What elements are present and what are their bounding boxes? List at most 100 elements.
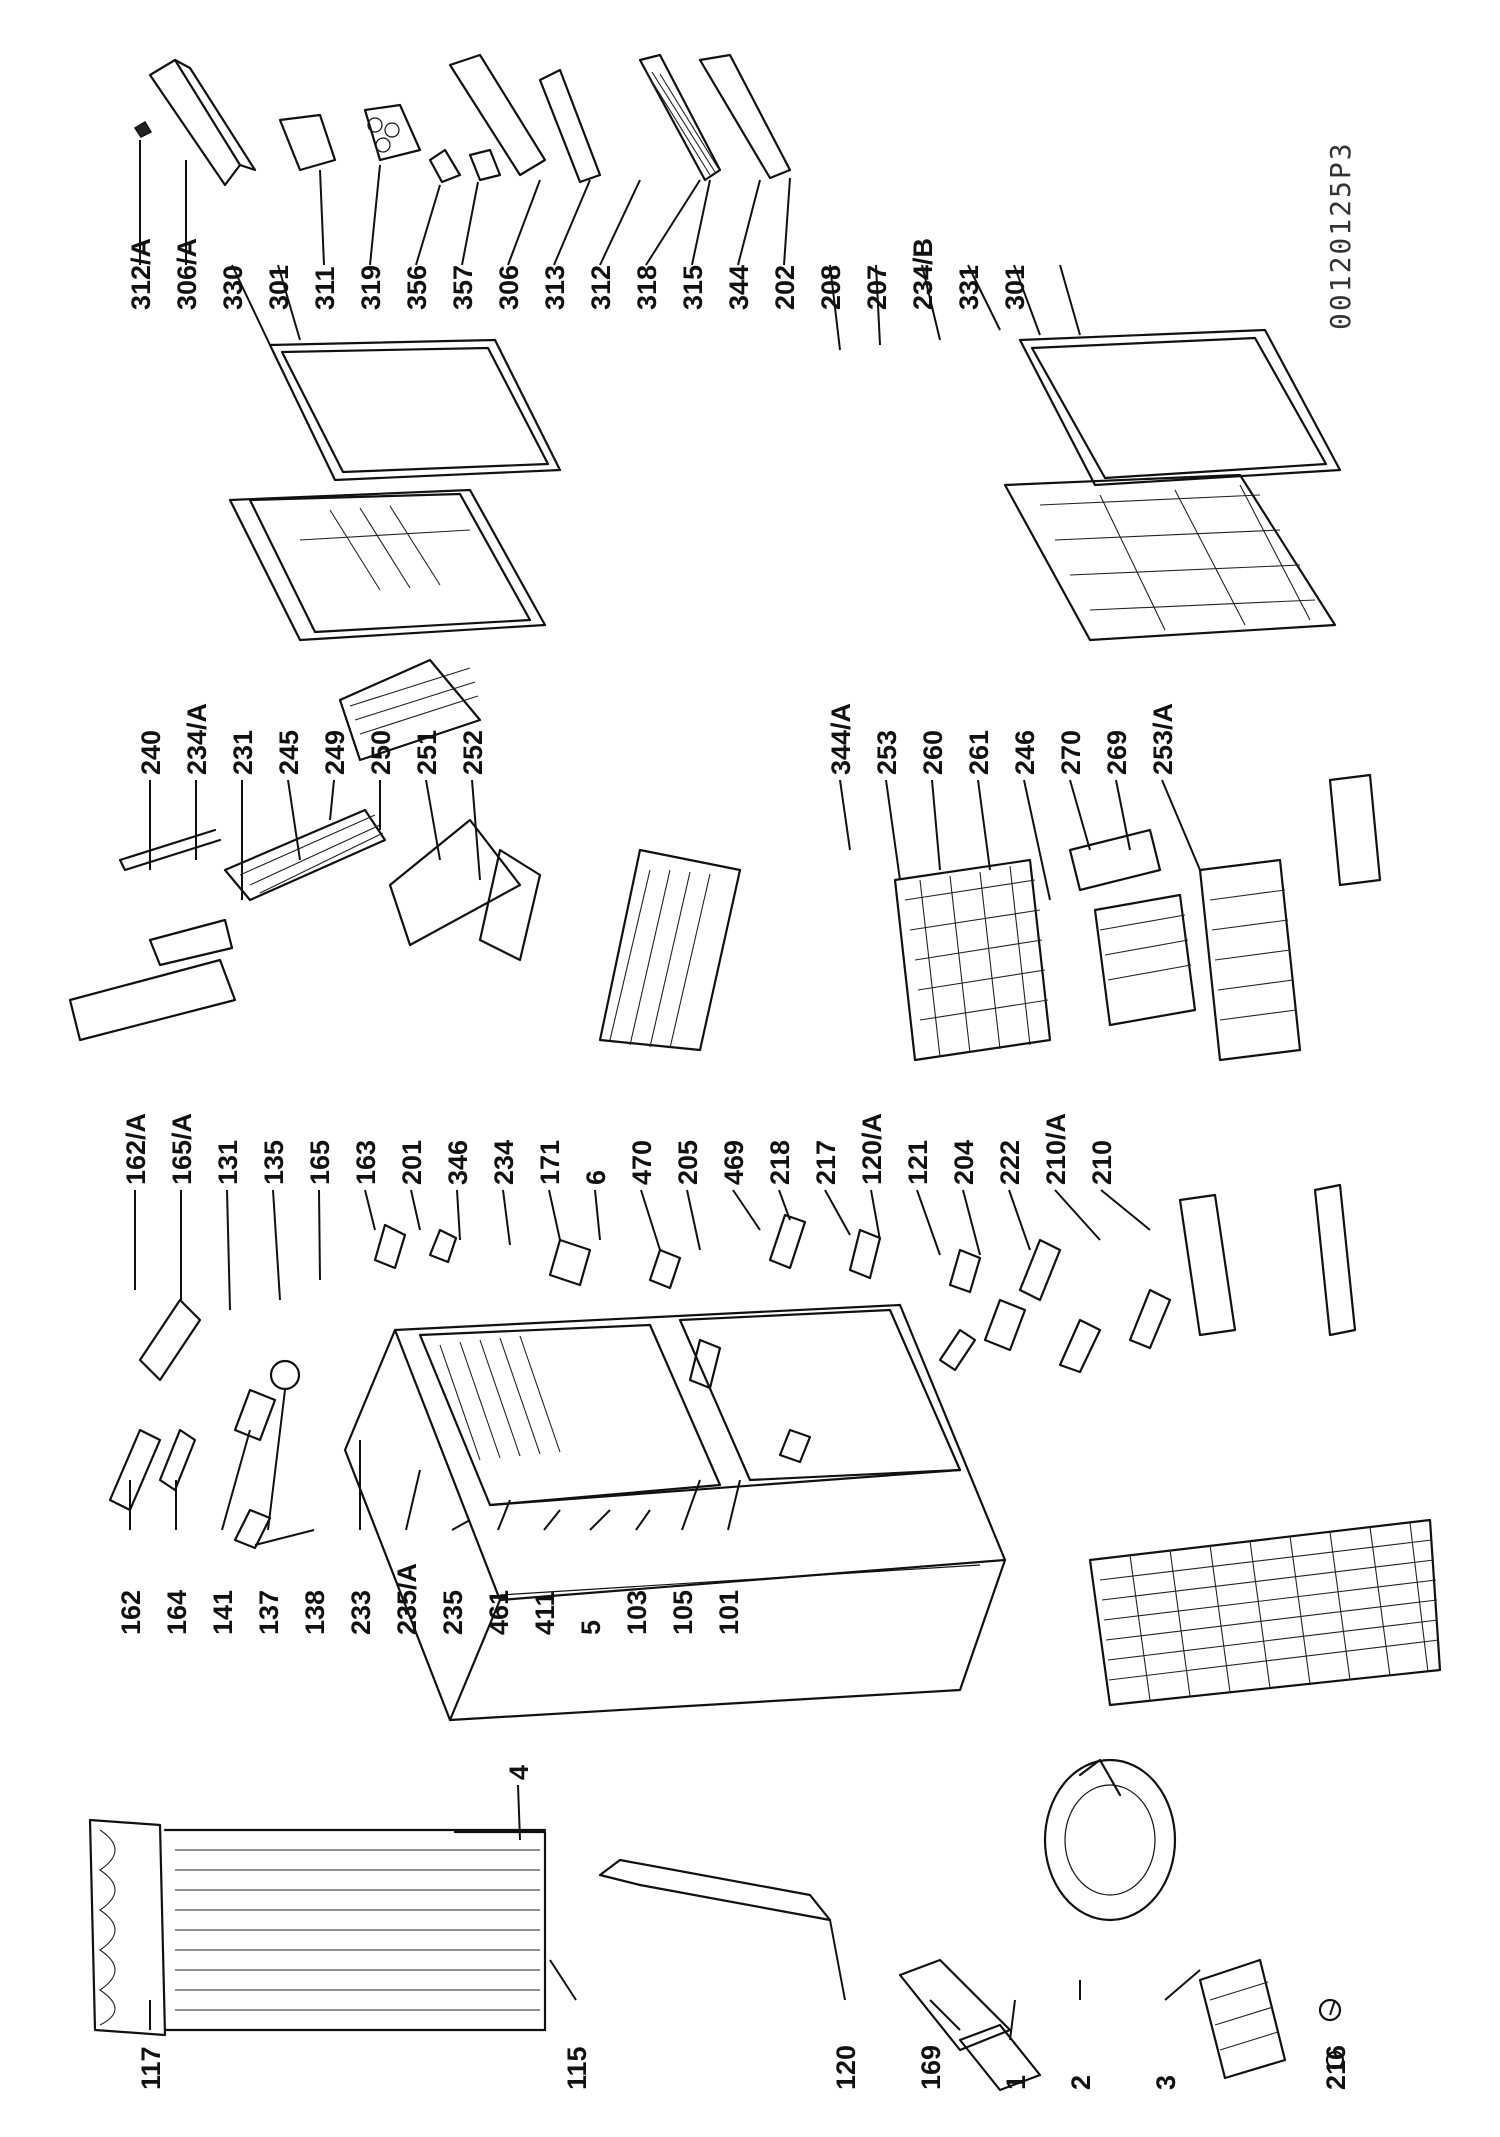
callout-165-A: 165/A bbox=[167, 1113, 197, 1185]
callout-164: 164 bbox=[162, 1590, 192, 1635]
callout-235-A: 235/A bbox=[392, 1563, 422, 1635]
callout-344: 344 bbox=[724, 265, 754, 310]
callout-207: 207 bbox=[862, 265, 892, 310]
callout-131: 131 bbox=[213, 1140, 243, 1185]
callout-411: 411 bbox=[530, 1591, 560, 1635]
part-illustrations bbox=[68, 53, 1442, 2092]
callout-4: 4 bbox=[504, 1765, 534, 1780]
callout-251: 251 bbox=[412, 730, 442, 775]
callout-249: 249 bbox=[320, 730, 350, 775]
callout-138: 138 bbox=[300, 1590, 330, 1635]
callout-306: 306 bbox=[494, 265, 524, 310]
door-balconies-group bbox=[133, 53, 792, 187]
callout-344-A: 344/A bbox=[826, 703, 856, 775]
callout-234-A: 234/A bbox=[182, 703, 212, 775]
callout-261: 261 bbox=[964, 730, 994, 775]
callout-2: 2 bbox=[1066, 2075, 1096, 2090]
callout-311: 311 bbox=[310, 266, 340, 310]
callout-233: 233 bbox=[346, 1590, 376, 1635]
callout-120-A: 120/A bbox=[857, 1113, 887, 1185]
callout-461: 461 bbox=[484, 1590, 514, 1635]
callout-204: 204 bbox=[949, 1140, 979, 1185]
callout-5: 5 bbox=[576, 1620, 606, 1635]
callout-135: 135 bbox=[259, 1140, 289, 1185]
callout-121: 121 bbox=[903, 1140, 933, 1185]
callout-162: 162 bbox=[116, 1590, 146, 1635]
callout-260: 260 bbox=[918, 730, 948, 775]
callout-210: 210 bbox=[1087, 1140, 1117, 1185]
callout-331: 331 bbox=[954, 265, 984, 310]
callout-201: 201 bbox=[397, 1140, 427, 1185]
callout-315: 315 bbox=[678, 265, 708, 310]
callout-252: 252 bbox=[458, 730, 488, 775]
callout-202: 202 bbox=[770, 265, 800, 310]
callout-330: 330 bbox=[218, 265, 248, 310]
callout-141: 141 bbox=[208, 1590, 238, 1635]
callout-469: 469 bbox=[719, 1140, 749, 1185]
callout-163: 163 bbox=[351, 1140, 381, 1185]
callout-234: 234 bbox=[489, 1140, 519, 1185]
callout-312: 312 bbox=[586, 265, 616, 310]
rails bbox=[1178, 1183, 1357, 1337]
callout-120: 120 bbox=[831, 2045, 861, 2090]
drawing-reference: 00120125P3 bbox=[1324, 141, 1357, 330]
callout-250: 250 bbox=[366, 730, 396, 775]
callout-115: 115 bbox=[562, 2046, 592, 2090]
callout-208: 208 bbox=[816, 265, 846, 310]
callouts-bottom: 117 115 4 120 169 1 2 3 216 bbox=[136, 1765, 1351, 2090]
callout-312-A: 312/A bbox=[126, 238, 156, 310]
callouts-mid: 162/A 165/A 131 135 165 163 201 346 234 … bbox=[121, 1113, 1117, 1185]
callout-171: 171 bbox=[535, 1140, 565, 1185]
callout-218: 218 bbox=[765, 1140, 795, 1185]
callout-3: 3 bbox=[1151, 2075, 1181, 2090]
callout-105: 105 bbox=[668, 1590, 698, 1635]
callout-357: 357 bbox=[448, 265, 478, 310]
callout-234-B: 234/B bbox=[908, 238, 938, 310]
callouts-lower-mid: 162 164 141 137 138 233 235/A 235 461 41… bbox=[116, 1563, 744, 1635]
callout-162-A: 162/A bbox=[121, 1113, 151, 1185]
callout-470: 470 bbox=[627, 1140, 657, 1185]
callout-1: 1 bbox=[1001, 2075, 1031, 2090]
callout-117: 117 bbox=[136, 2046, 166, 2090]
callout-319: 319 bbox=[356, 265, 386, 310]
callout-253-A: 253/A bbox=[1148, 703, 1178, 775]
callout-301: 301 bbox=[264, 265, 294, 310]
callout-103: 103 bbox=[622, 1590, 652, 1635]
small-fittings bbox=[108, 1213, 1172, 1550]
callout-216: 216 bbox=[1321, 2045, 1351, 2090]
callout-231: 231 bbox=[228, 730, 258, 775]
callout-246: 246 bbox=[1010, 730, 1040, 775]
leader-lines bbox=[129, 140, 1336, 2041]
callout-205: 205 bbox=[673, 1140, 703, 1185]
wire-baskets bbox=[893, 773, 1382, 1062]
callout-6: 6 bbox=[581, 1170, 611, 1185]
compressor-and-base bbox=[598, 1758, 1345, 2092]
callout-235: 235 bbox=[438, 1590, 468, 1635]
callout-301-b: 301 bbox=[1000, 265, 1030, 310]
callout-217: 217 bbox=[811, 1140, 841, 1185]
callout-346: 346 bbox=[443, 1140, 473, 1185]
callout-356: 356 bbox=[402, 265, 432, 310]
shelves-and-trays bbox=[68, 658, 742, 1052]
callout-270: 270 bbox=[1056, 730, 1086, 775]
callout-306-A: 306/A bbox=[172, 238, 202, 310]
callout-240: 240 bbox=[136, 730, 166, 775]
cabinet-body bbox=[343, 1303, 1007, 1722]
condenser-coil bbox=[88, 1818, 547, 2037]
callout-101: 101 bbox=[714, 1590, 744, 1635]
callout-313: 313 bbox=[540, 265, 570, 310]
upper-door-panels bbox=[228, 328, 1342, 642]
callout-269: 269 bbox=[1102, 730, 1132, 775]
callout-222: 222 bbox=[995, 1140, 1025, 1185]
callout-210-A: 210/A bbox=[1041, 1113, 1071, 1185]
callout-318: 318 bbox=[632, 265, 662, 310]
condenser-grid bbox=[1088, 1518, 1442, 1707]
callout-245: 245 bbox=[274, 730, 304, 775]
callout-169: 169 bbox=[916, 2045, 946, 2090]
callout-137: 137 bbox=[254, 1590, 284, 1635]
callouts-top: 312/A 306/A 330 301 311 319 356 357 306 … bbox=[126, 238, 1030, 310]
callouts-upper-mid: 240 234/A 231 245 249 250 251 252 344/A … bbox=[136, 703, 1178, 775]
callout-253: 253 bbox=[872, 730, 902, 775]
callout-165: 165 bbox=[305, 1140, 335, 1185]
